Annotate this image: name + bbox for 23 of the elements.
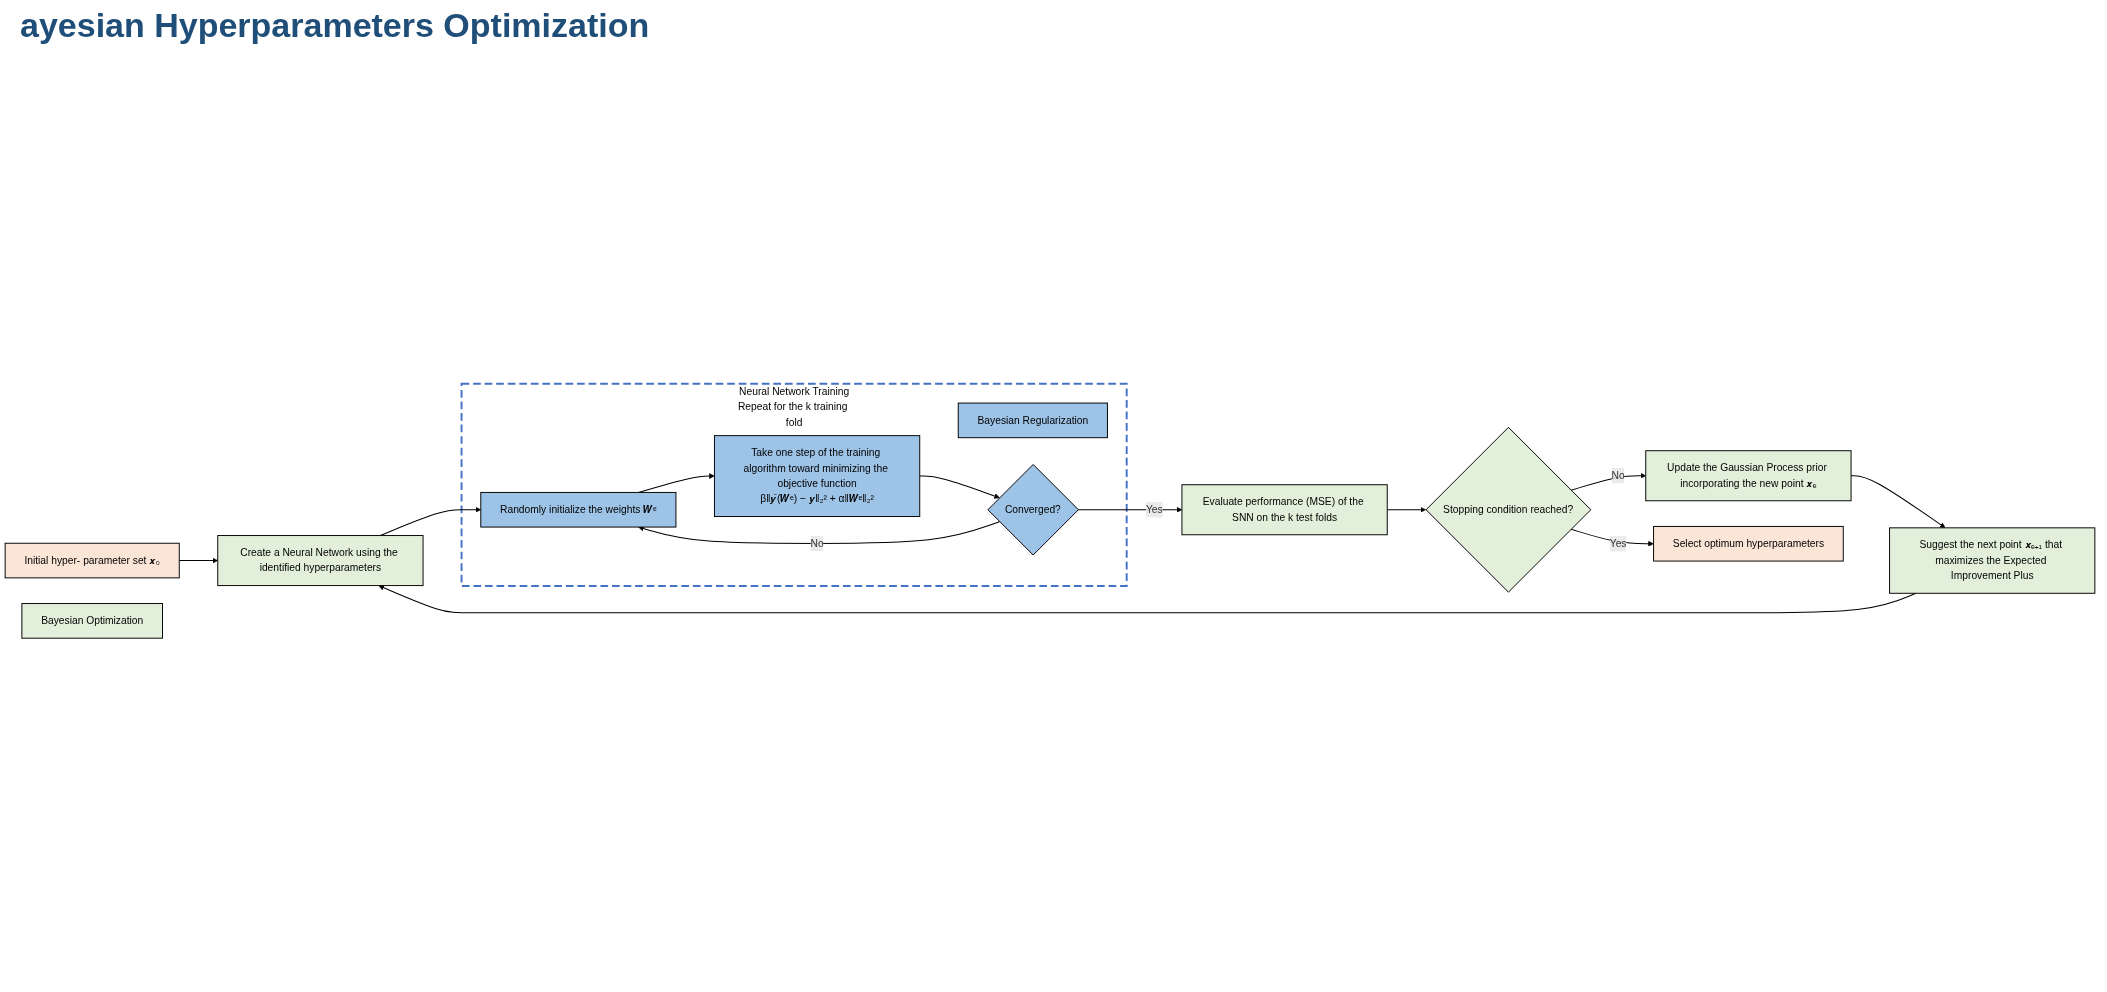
edge-label: Yes <box>1609 537 1627 549</box>
node-diamond: Stopping condition reached? <box>1425 426 1592 593</box>
arrow <box>1386 506 1426 513</box>
node-box: Initial hyper- parameter set 𝒙₀ <box>4 542 180 579</box>
arrow <box>178 557 218 564</box>
node-box: Bayesian Regularization <box>957 402 1108 439</box>
arrow <box>638 521 1001 544</box>
node-box: Randomly initialize the weights 𝑾ᵉ <box>480 491 677 528</box>
node-box: Suggest the next point 𝒙ₑ₊₁ that maximizes the Expected Improvement Plus <box>1889 527 2096 594</box>
arrow <box>1850 475 1946 529</box>
node-box: Create a Neural Network using the identified hyperparameters <box>217 535 424 587</box>
node-box: Bayesian Optimization <box>21 603 163 639</box>
arrow <box>379 506 482 537</box>
arrow <box>919 475 1000 499</box>
node-diamond: Converged? <box>987 463 1079 556</box>
edge-label: Yes <box>1145 503 1163 515</box>
node-box: Update the Gaussian Process prior incorporating the new point 𝒙ₑ <box>1645 450 1852 502</box>
node-box: Take one step of the training algorithm toward minimizing the objective function β‖𝒚̂(𝑾ᵉ) − 𝒚‖₂² + α‖𝑾ᵉ‖₂² <box>713 435 921 517</box>
diagram-title: ayesian Hyperparameters Optimization <box>20 6 651 45</box>
edge-label: No <box>1611 469 1625 481</box>
node-box: Evaluate performance (MSE) of the SNN on the k test folds <box>1181 484 1388 536</box>
node-box: Select optimum hyperparameters <box>1653 525 1844 562</box>
edge-label: No <box>810 537 824 549</box>
